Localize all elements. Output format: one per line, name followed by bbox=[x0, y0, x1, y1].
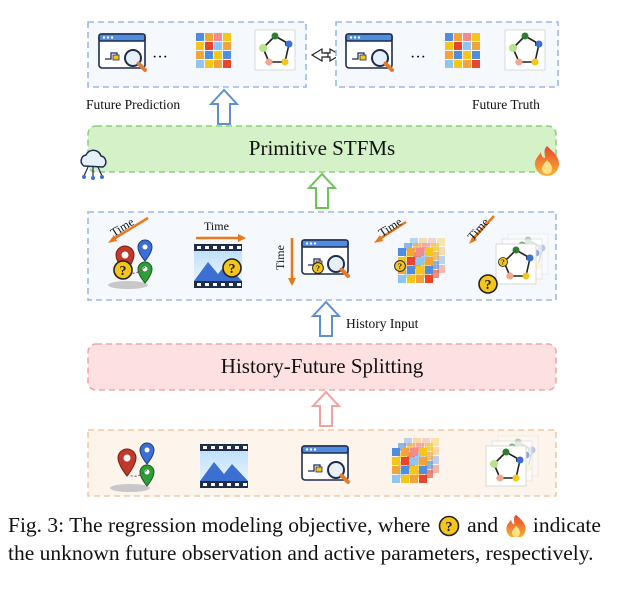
stfm-band bbox=[87, 125, 557, 173]
ellipsis: ··· bbox=[152, 49, 168, 66]
graph-icon bbox=[504, 29, 546, 71]
stacked-grid-icon bbox=[392, 438, 439, 483]
time-label: Time bbox=[204, 219, 229, 233]
future-truth-label: Future Truth bbox=[472, 97, 540, 112]
hollow-arrow-up-icon bbox=[308, 173, 336, 209]
graph-icon bbox=[254, 29, 296, 71]
time-label: Time bbox=[272, 245, 287, 270]
fire-icon bbox=[535, 146, 559, 176]
hollow-arrow-up-icon bbox=[312, 391, 340, 427]
hollow-arrow-up-icon bbox=[210, 89, 238, 125]
traffic-browser-icon bbox=[97, 32, 147, 72]
ellipsis: ··· bbox=[410, 49, 426, 66]
question-mark-icon bbox=[478, 274, 498, 294]
stacked-graph-icon bbox=[485, 435, 539, 487]
compare-arrows-icon bbox=[310, 47, 341, 63]
question-mark-glyph: ? bbox=[445, 520, 452, 535]
time-arrow bbox=[111, 216, 149, 242]
traffic-browser-icon bbox=[344, 32, 394, 72]
question-mark-icon: ? bbox=[438, 515, 460, 537]
image-film-icon bbox=[200, 444, 248, 488]
cloud-network-icon bbox=[80, 149, 107, 180]
figure-diagram: ? ··· bbox=[80, 21, 559, 497]
stacked-grid-icon bbox=[398, 238, 445, 283]
traffic-browser-icon bbox=[300, 444, 350, 484]
splitting-band-label: History-Future Splitting bbox=[220, 354, 424, 378]
future-prediction-label: Future Prediction bbox=[86, 97, 181, 112]
time-arrow bbox=[377, 220, 407, 242]
hollow-arrow-up-icon bbox=[312, 301, 340, 337]
caption-prefix: Fig. 3: The regression modeling objectiv… bbox=[8, 513, 431, 537]
traffic-browser-icon bbox=[300, 238, 350, 278]
question-mark-icon bbox=[113, 260, 133, 280]
fire-icon bbox=[505, 514, 526, 537]
caption-suffix: indicate the unknown future observation … bbox=[8, 513, 601, 565]
question-mark-icon bbox=[222, 258, 242, 278]
caption-and: and bbox=[467, 513, 499, 537]
stfm-band-label: Primitive STFMs bbox=[248, 136, 396, 160]
splitting-band bbox=[87, 343, 557, 391]
history-input-label: History Input bbox=[346, 316, 419, 331]
time-arrow bbox=[471, 215, 495, 241]
figure-caption: Fig. 3: The regression modeling objectiv… bbox=[8, 512, 632, 567]
